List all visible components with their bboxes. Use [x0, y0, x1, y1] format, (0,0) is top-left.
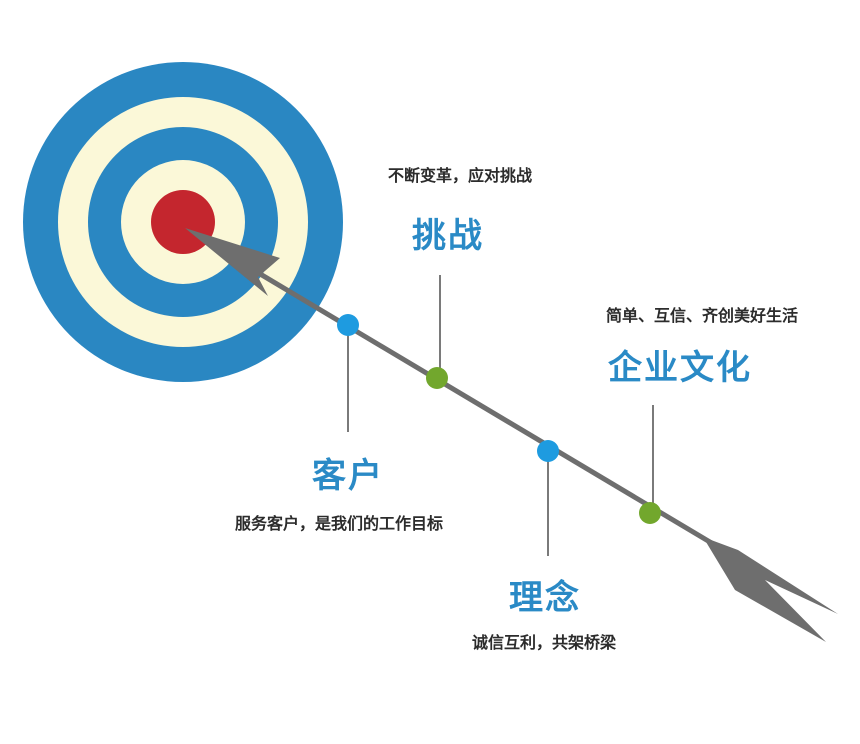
- philosophy-title: 理念: [509, 578, 581, 618]
- philosophy-desc: 诚信互利，共架桥梁: [471, 633, 617, 652]
- node-challenge: [426, 367, 448, 389]
- culture-title: 企业文化: [608, 348, 752, 388]
- challenge-desc: 不断变革，应对挑战: [387, 166, 533, 185]
- arrow-shaft: [238, 259, 722, 551]
- arrow-fletching: [703, 537, 838, 642]
- customer-desc: 服务客户，是我们的工作目标: [234, 514, 444, 533]
- node-customer: [337, 314, 359, 336]
- culture-desc: 简单、互信、齐创美好生活: [605, 306, 799, 325]
- arrow-icon: [185, 228, 838, 642]
- node-culture: [639, 502, 661, 524]
- node-philosophy: [537, 440, 559, 462]
- arrow-head: [185, 228, 280, 296]
- challenge-title: 挑战: [412, 216, 484, 256]
- target-icon: [23, 62, 343, 382]
- customer-title: 客户: [312, 456, 384, 496]
